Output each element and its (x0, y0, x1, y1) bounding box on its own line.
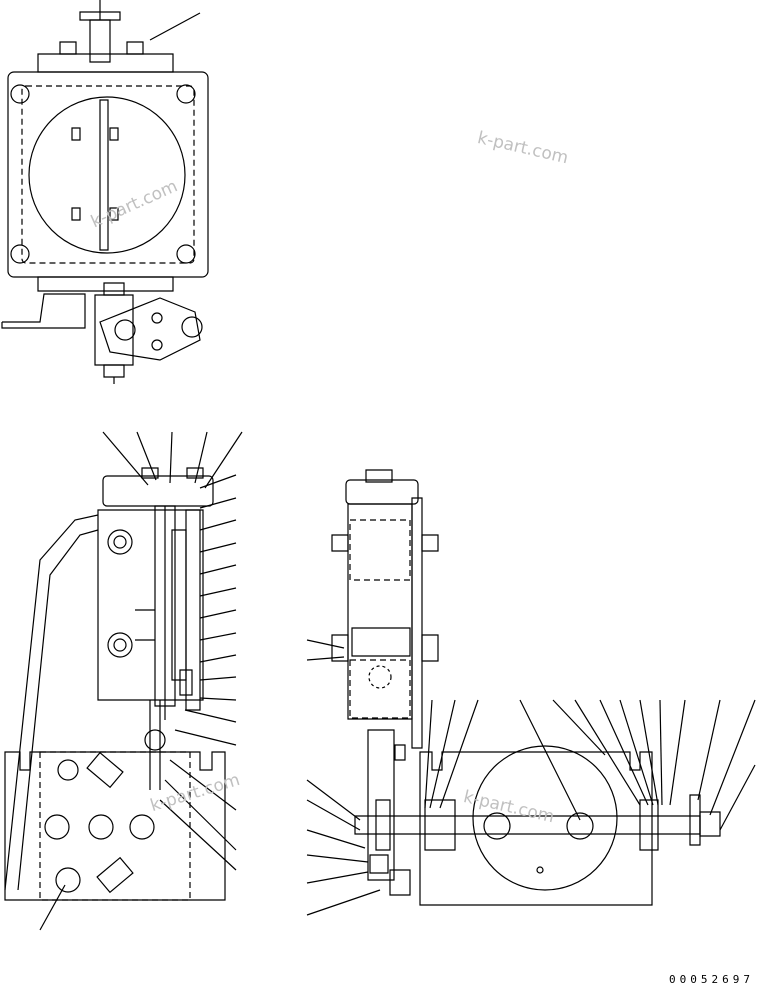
valve-front-view (2, 0, 208, 384)
document-number: 00052697 (669, 973, 754, 986)
valve-end-section (307, 470, 755, 915)
valve-side-section (5, 432, 242, 930)
